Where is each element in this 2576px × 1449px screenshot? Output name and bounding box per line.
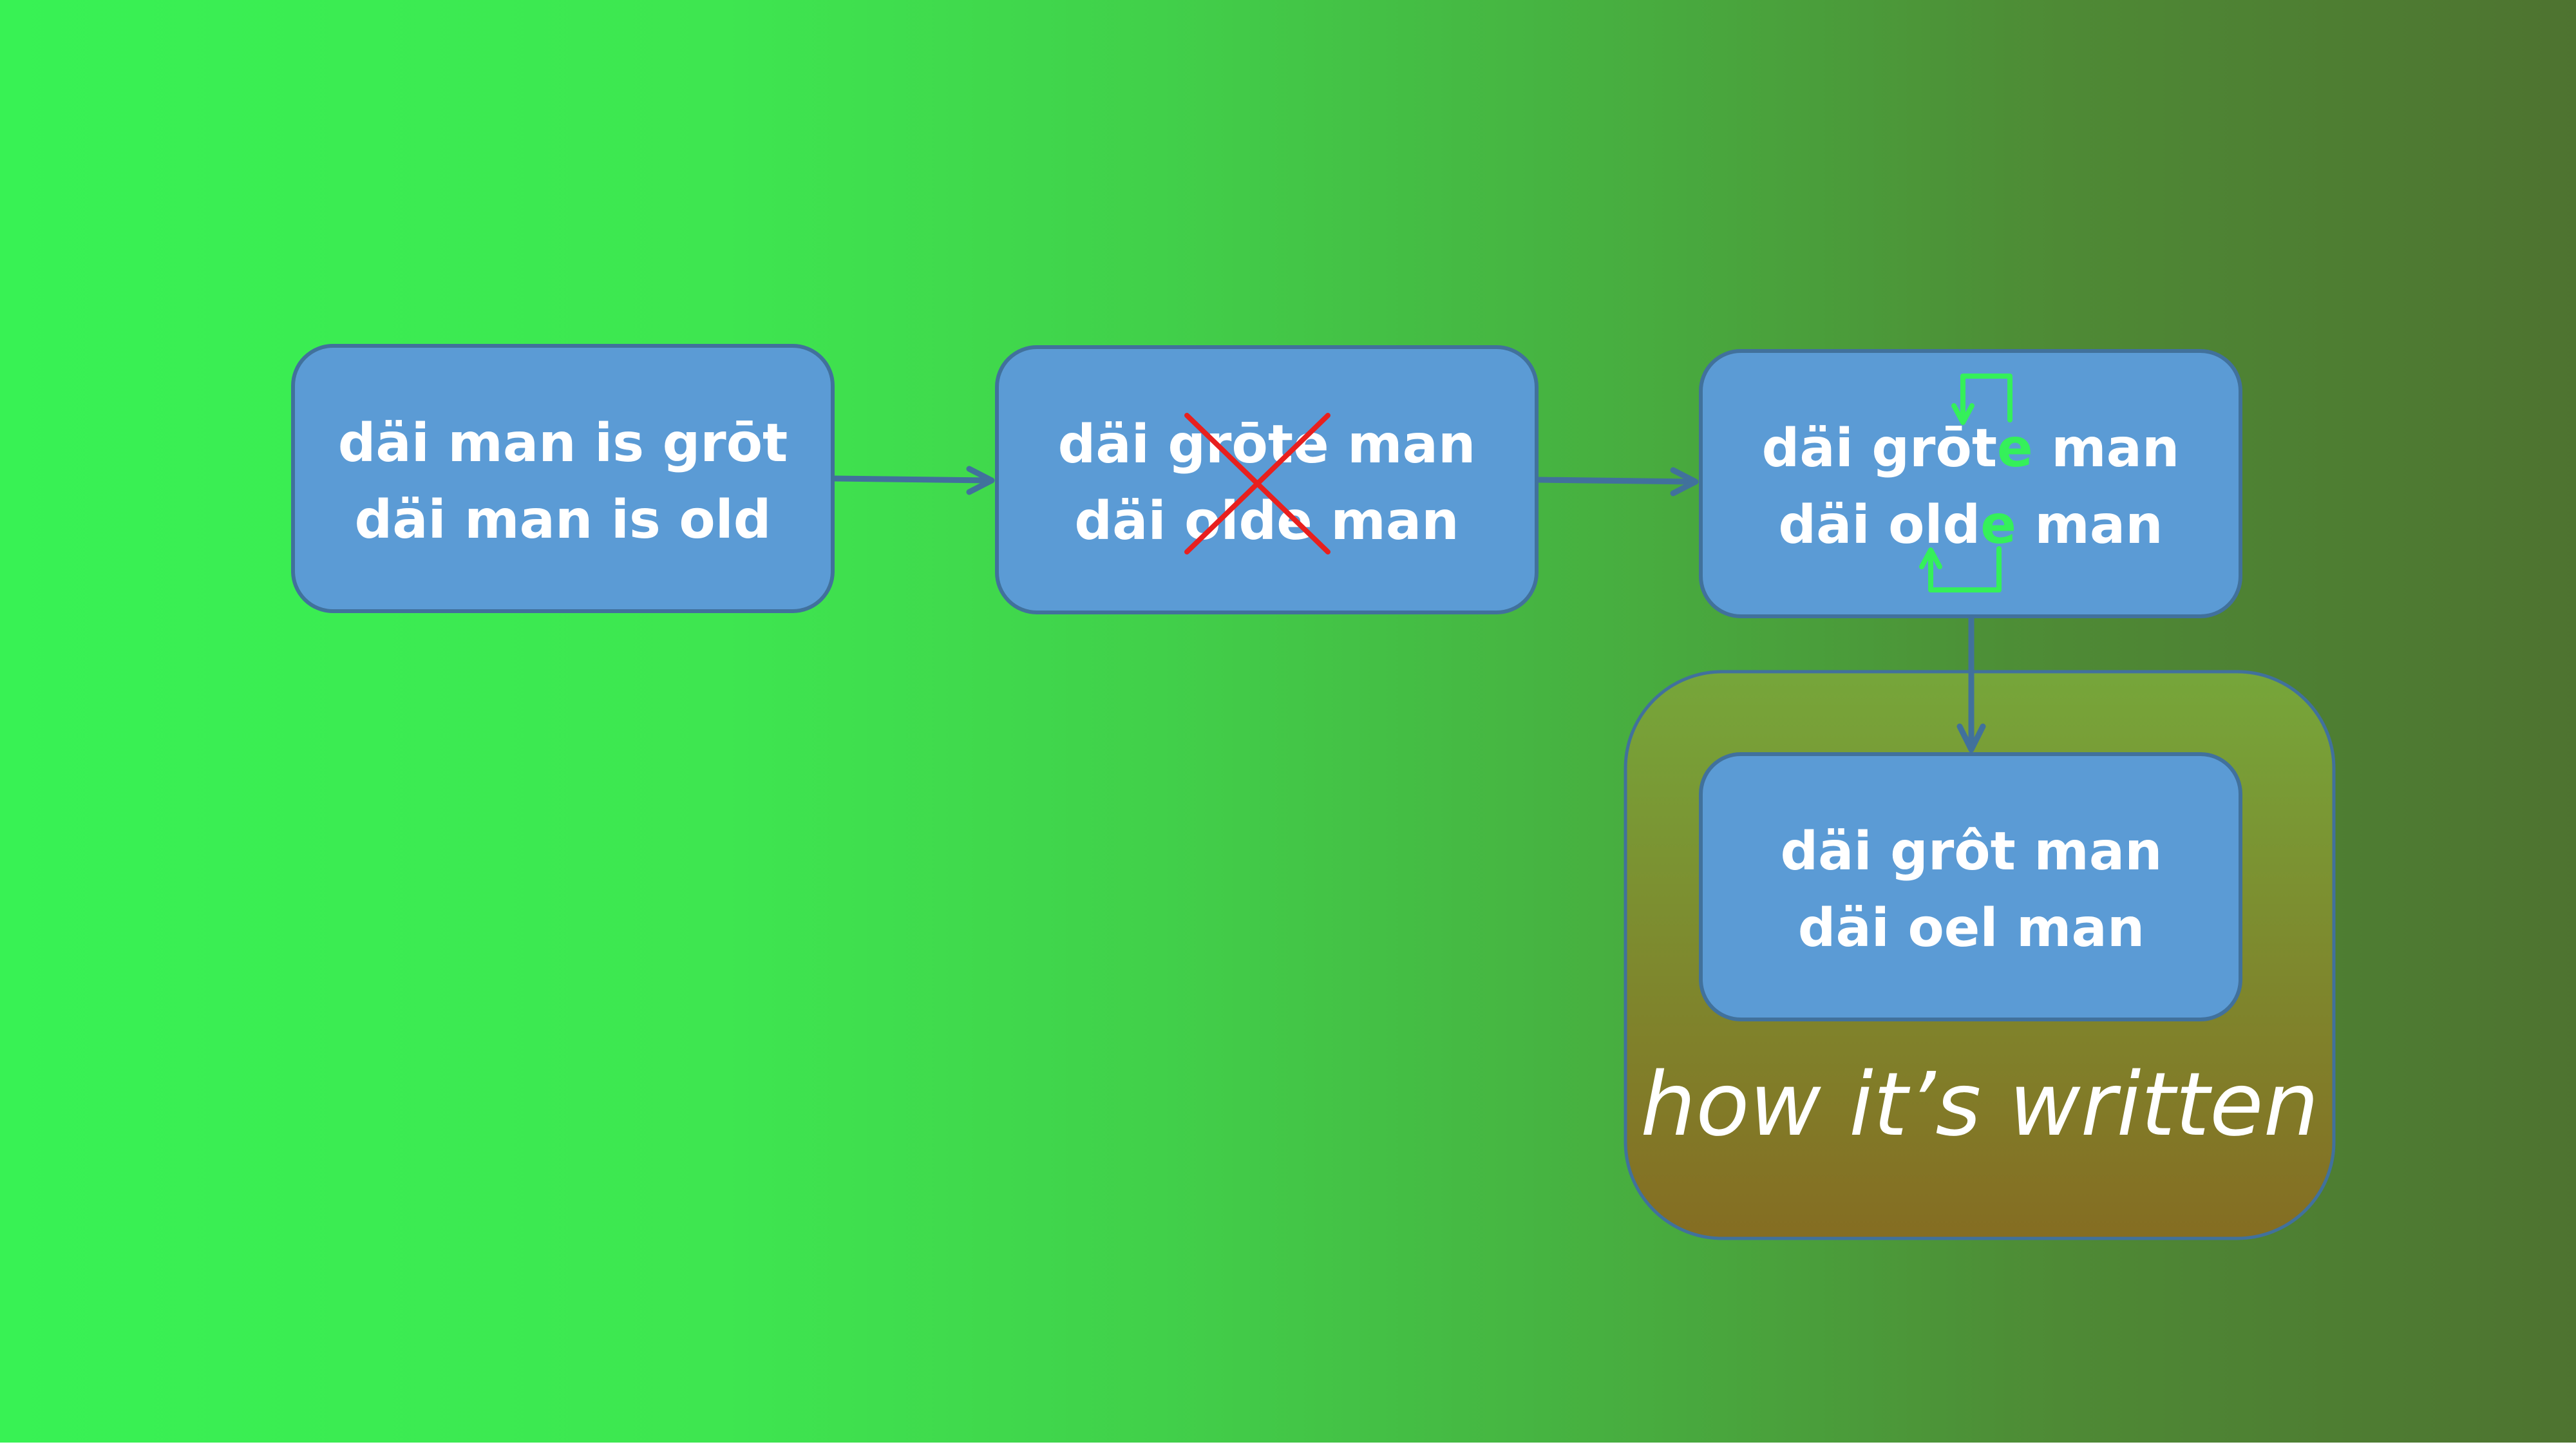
cross-icon <box>1184 413 1331 554</box>
loop-arrow-icon-bottom <box>1919 546 2002 592</box>
highlight-e-top: e <box>1997 418 2033 479</box>
arrow-source-to-crossed <box>831 466 995 495</box>
written-panel-caption: how it’s written <box>1640 1054 2319 1156</box>
box-spoken: däi grōte man däi olde man <box>1699 349 2242 618</box>
box-spoken-line2: däi olde man <box>1778 495 2163 556</box>
highlight-e-bottom: e <box>1980 495 2016 556</box>
box-source: däi man is grōt däi man is old <box>291 344 835 613</box>
box-written: däi grôt man däi oel man <box>1699 752 2242 1021</box>
box-source-line1: däi man is grōt <box>338 413 788 474</box>
arrow-crossed-to-spoken <box>1535 467 1699 497</box>
bottom-strip <box>0 1443 2576 1449</box>
box-crossed: däi grōte man däi olde man <box>995 345 1539 614</box>
box-crossed-line2: däi olde man <box>1074 491 1459 552</box>
loop-arrow-icon-top <box>1951 374 2012 425</box>
connectors <box>831 466 1986 753</box>
box-written-line1: däi grôt man <box>1780 821 2162 882</box>
box-spoken-line1: däi grōte man <box>1762 418 2180 479</box>
box-source-line2: däi man is old <box>355 489 772 551</box>
box-written-line2: däi oel man <box>1798 898 2145 959</box>
box-crossed-line1: däi grōte man <box>1058 414 1476 475</box>
arrow-spoken-to-written <box>1956 612 1986 753</box>
